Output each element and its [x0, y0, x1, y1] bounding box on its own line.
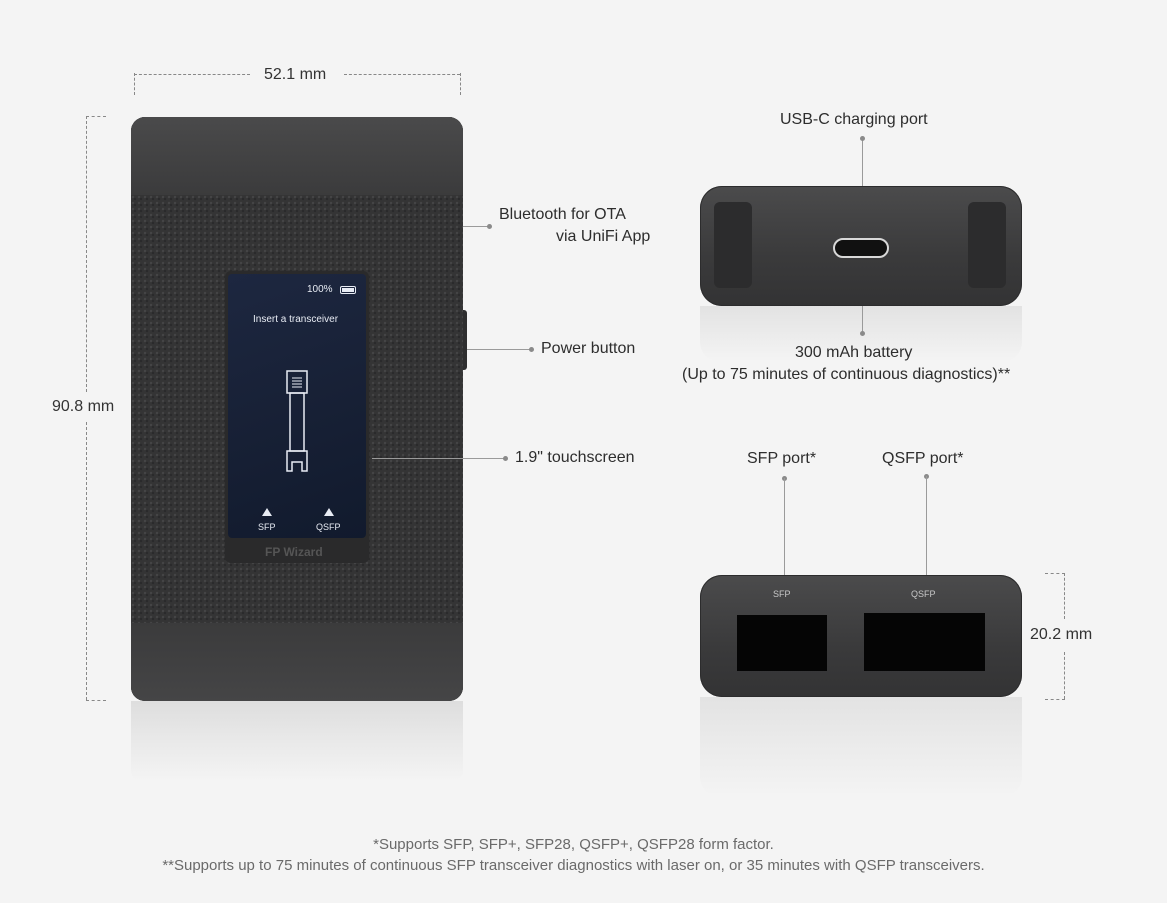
touchscreen-callout-label: 1.9" touchscreen [515, 449, 635, 466]
screen-sfp-label[interactable]: SFP [258, 522, 276, 532]
height-dimension-line-top [86, 116, 87, 392]
screen-message: Insert a transceiver [253, 314, 339, 325]
top-end-right-notch [968, 202, 1006, 288]
width-dimension-line-left [134, 74, 250, 75]
device-brand-text: FP Wizard [265, 545, 323, 559]
depth-dimension-label: 20.2 mm [1030, 626, 1093, 643]
qsfp-port [864, 613, 985, 671]
screen-qsfp-label[interactable]: QSFP [316, 522, 341, 532]
bluetooth-callout-dot [487, 224, 492, 229]
sfp-port-face-label: SFP [773, 589, 791, 599]
qsfp-port-face-label: QSFP [911, 589, 936, 599]
height-dimension-bottom-tick [86, 700, 106, 701]
device-bottom-cap [131, 623, 463, 701]
usb-c-port [833, 238, 889, 258]
device-top-end-view [700, 186, 1022, 306]
battery-icon [340, 286, 356, 294]
touchscreen-callout-dot [503, 456, 508, 461]
height-dimension-label: 90.8 mm [52, 398, 115, 415]
sfp-arrow-icon[interactable] [262, 508, 272, 516]
qsfp-arrow-icon[interactable] [324, 508, 334, 516]
sfp-port-callout-line [784, 478, 785, 576]
transceiver-icon [286, 370, 308, 472]
touchscreen-display[interactable]: 100% Insert a transceiver SFP QSFP [228, 274, 366, 538]
width-dimension-line-right [344, 74, 460, 75]
device-bottom-end-view: SFP QSFP [700, 575, 1022, 697]
footnote-line-2: **Supports up to 75 minutes of continuou… [162, 857, 985, 874]
qsfp-port-callout-line [926, 476, 927, 576]
sfp-port [737, 615, 827, 671]
qsfp-port-callout-label: QSFP port* [882, 450, 964, 467]
footnote-line-1: *Supports SFP, SFP+, SFP28, QSFP+, QSFP2… [373, 836, 774, 853]
usbc-callout-dot [860, 136, 865, 141]
usbc-callout-label: USB-C charging port [780, 111, 928, 128]
touchscreen-callout-line [372, 458, 505, 459]
power-callout-line [467, 349, 531, 350]
power-callout-label: Power button [541, 340, 636, 357]
battery-callout-dot [860, 331, 865, 336]
sfp-port-callout-label: SFP port* [747, 450, 817, 467]
battery-callout-line [862, 306, 863, 334]
bluetooth-callout-line2: via UniFi App [556, 228, 651, 245]
bluetooth-callout-line [463, 226, 489, 227]
battery-callout-line1: 300 mAh battery [795, 344, 913, 361]
screen-battery-percent: 100% [307, 284, 333, 295]
width-dimension-right-tick [460, 73, 461, 95]
device-reflection [131, 701, 463, 781]
depth-dimension-bottom-tick [1045, 699, 1065, 700]
height-dimension-top-tick [86, 116, 106, 117]
power-button-hardware [463, 310, 467, 370]
sfp-wizard-device-front: FP Wizard 100% Insert a transceiver SFP … [131, 117, 463, 701]
top-end-left-notch [714, 202, 752, 288]
device-top-cap [131, 117, 463, 195]
depth-dimension-top-tick [1045, 573, 1065, 574]
depth-dimension-line-bottom [1064, 652, 1065, 699]
height-dimension-line-bottom [86, 422, 87, 700]
bottom-end-reflection [700, 697, 1022, 797]
power-callout-dot [529, 347, 534, 352]
battery-callout-line2: (Up to 75 minutes of continuous diagnost… [682, 366, 1011, 383]
width-dimension-label: 52.1 mm [264, 66, 327, 83]
bluetooth-callout-line1: Bluetooth for OTA [499, 206, 626, 223]
width-dimension-left-tick [134, 73, 135, 95]
depth-dimension-line-top [1064, 573, 1065, 619]
